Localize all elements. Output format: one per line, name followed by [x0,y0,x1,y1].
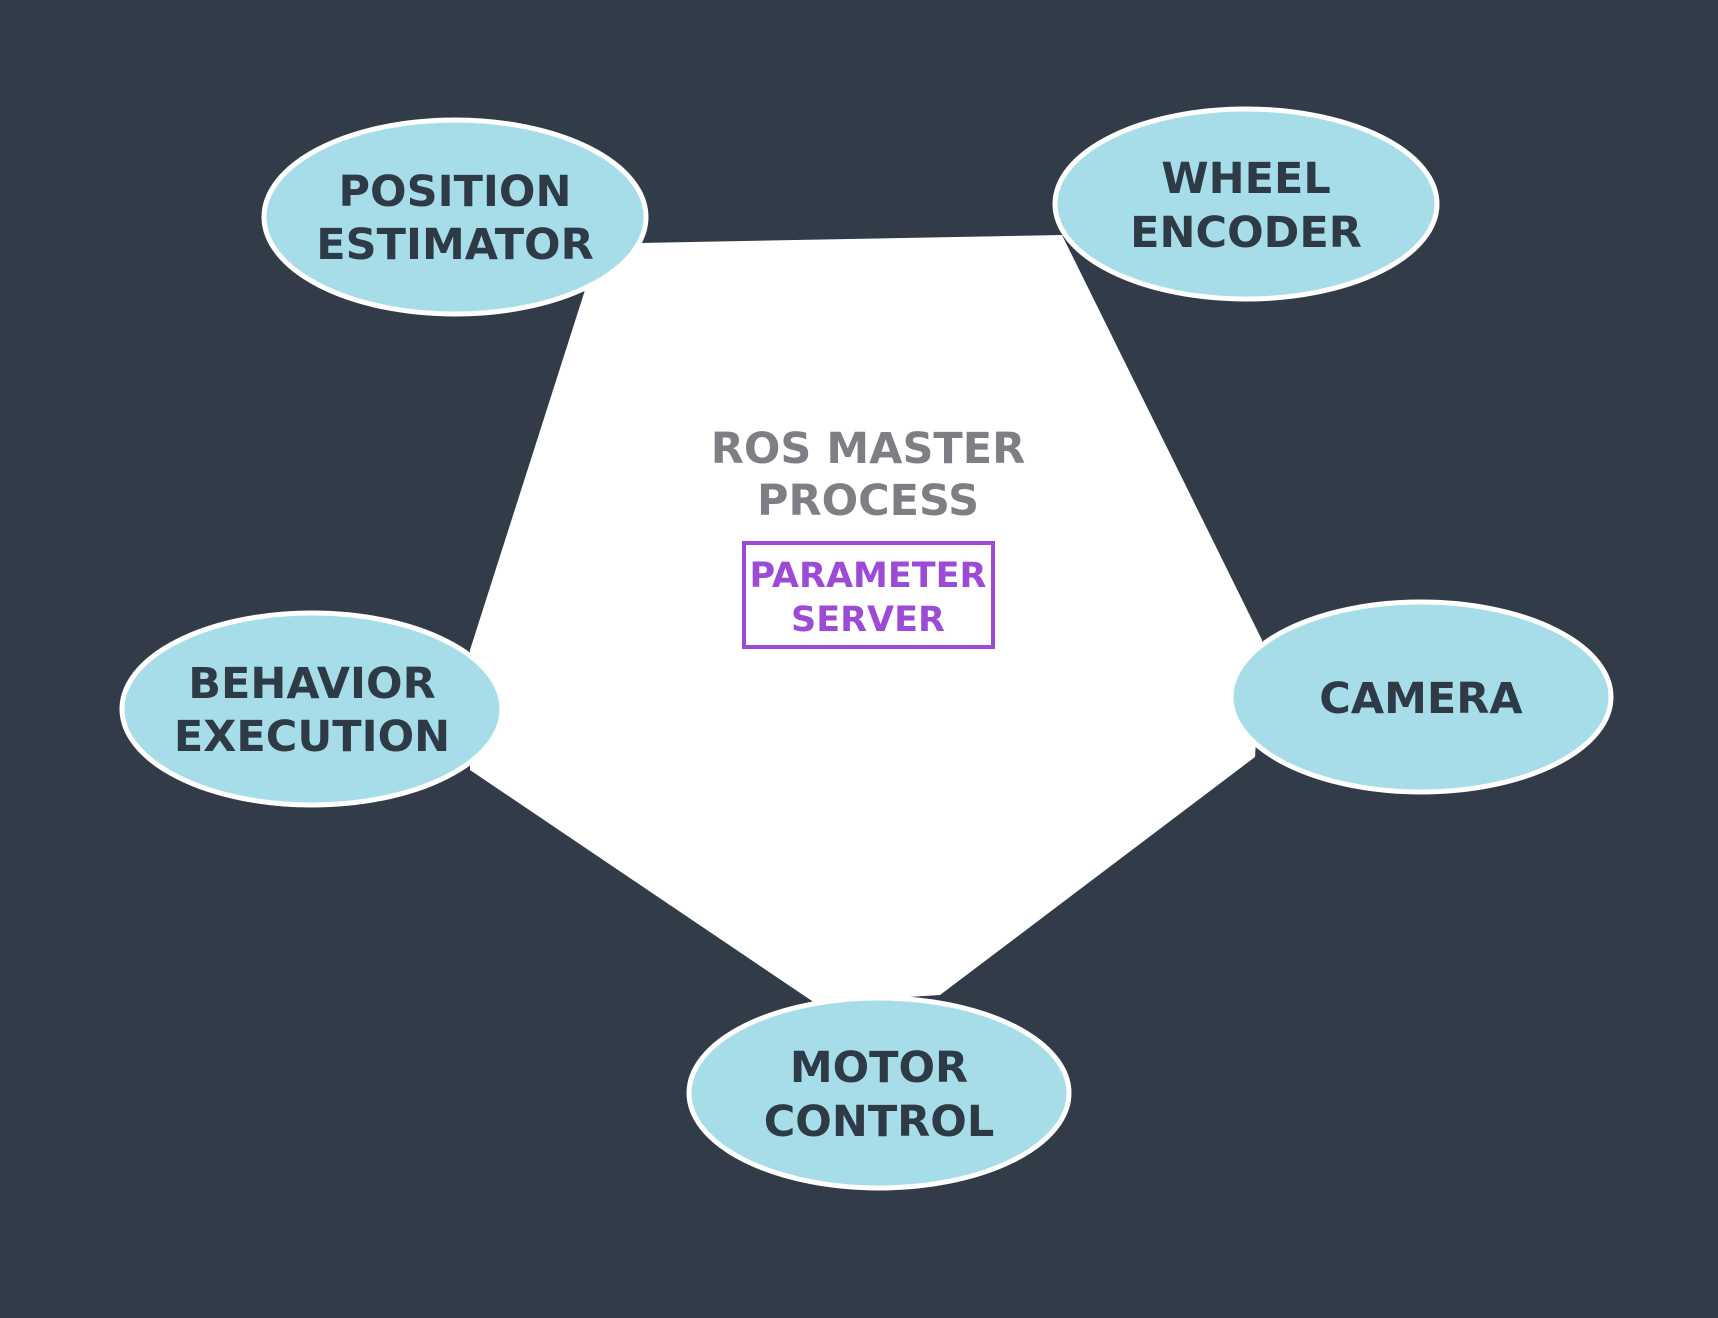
node-label-line1: BEHAVIOR [188,659,435,709]
node-ellipse [1228,599,1614,795]
node-ellipse [119,610,505,808]
parameter-server: PARAMETER SERVER [742,541,995,649]
node-ellipse [261,117,649,317]
node-label-line2: ESTIMATOR [316,220,593,270]
ros-master-label-line2: PROCESS [757,476,979,526]
ros-master-label-line1: ROS MASTER [711,424,1025,474]
node-label-line2: ENCODER [1130,208,1362,258]
node-label-line2: EXECUTION [174,712,450,762]
node-label-line2: CONTROL [764,1097,995,1147]
parameter-server-label-line1: PARAMETER [749,556,986,596]
node-label-line1: CAMERA [1319,674,1523,724]
node-camera: CAMERA [1228,599,1614,795]
node-label-line1: POSITION [339,167,572,217]
node-ellipse [1052,106,1440,302]
node-wheel-encoder: WHEEL ENCODER [1052,106,1440,302]
node-motor-control: MOTOR CONTROL [686,995,1072,1191]
node-label-line1: WHEEL [1161,154,1331,204]
node-position-estimator: POSITION ESTIMATOR [261,117,649,317]
node-behavior-execution: BEHAVIOR EXECUTION [119,610,505,808]
parameter-server-label-line2: SERVER [791,600,945,640]
parameter-server-box [742,541,995,649]
node-label-line1: MOTOR [790,1043,968,1093]
node-ellipse [686,995,1072,1191]
